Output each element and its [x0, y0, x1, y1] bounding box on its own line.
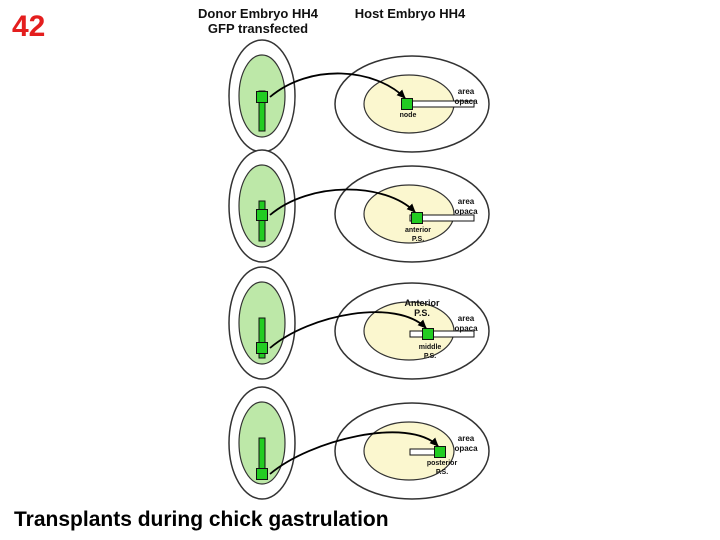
area-opaca-label: opaca: [454, 324, 478, 333]
graft-site-label: P.S.: [436, 469, 448, 476]
host-graft-square: [434, 446, 446, 458]
graft-site-label: P.S.: [412, 236, 424, 243]
area-opaca-label: opaca: [454, 207, 478, 216]
donor-graft-square: [256, 91, 268, 103]
host-embryo-header: Host Embryo HH4: [345, 6, 475, 21]
donor-embryo-header: Donor Embryo HH4 GFP transfected: [195, 6, 321, 36]
graft-site-label: anterior: [405, 227, 431, 234]
host-graft-square: [401, 98, 413, 110]
area-opaca-label: area: [458, 197, 475, 206]
area-opaca-label: area: [458, 434, 475, 443]
donor-primitive-streak: [258, 317, 266, 359]
transplant-arrow: [269, 72, 406, 99]
host-header-line1: Host Embryo HH4: [354, 6, 466, 21]
donor-graft-square: [256, 468, 268, 480]
transplant-arrow: [269, 311, 427, 349]
host-area-pellucida: [363, 421, 455, 481]
anterior-ps-label: Anterior: [404, 298, 440, 308]
donor-graft-square: [256, 342, 268, 354]
donor-header-line1: Donor Embryo HH4: [198, 6, 318, 21]
donor-graft-square: [256, 209, 268, 221]
host-graft-square: [411, 212, 423, 224]
donor-header-line2: GFP transfected: [207, 21, 309, 36]
graft-site-label: posterior: [427, 460, 458, 467]
host-primitive-streak: [409, 330, 475, 338]
transplant-arrow: [269, 431, 439, 475]
area-opaca-label: area: [458, 314, 475, 323]
slide-number: 42: [12, 10, 46, 43]
area-opaca-label: opaca: [454, 97, 478, 106]
host-area-pellucida: [363, 184, 455, 244]
graft-site-label: middle: [419, 344, 442, 351]
anterior-ps-label: P.S.: [414, 308, 430, 318]
slide-caption: Transplants during chick gastrulation: [14, 508, 389, 531]
host-primitive-streak: [409, 214, 475, 222]
area-opaca-label: area: [458, 87, 475, 96]
graft-site-label: P.S.: [424, 353, 436, 360]
host-graft-square: [422, 328, 434, 340]
transplant-arrow: [269, 188, 416, 216]
graft-site-label: node: [400, 112, 417, 119]
area-opaca-label: opaca: [454, 444, 478, 453]
